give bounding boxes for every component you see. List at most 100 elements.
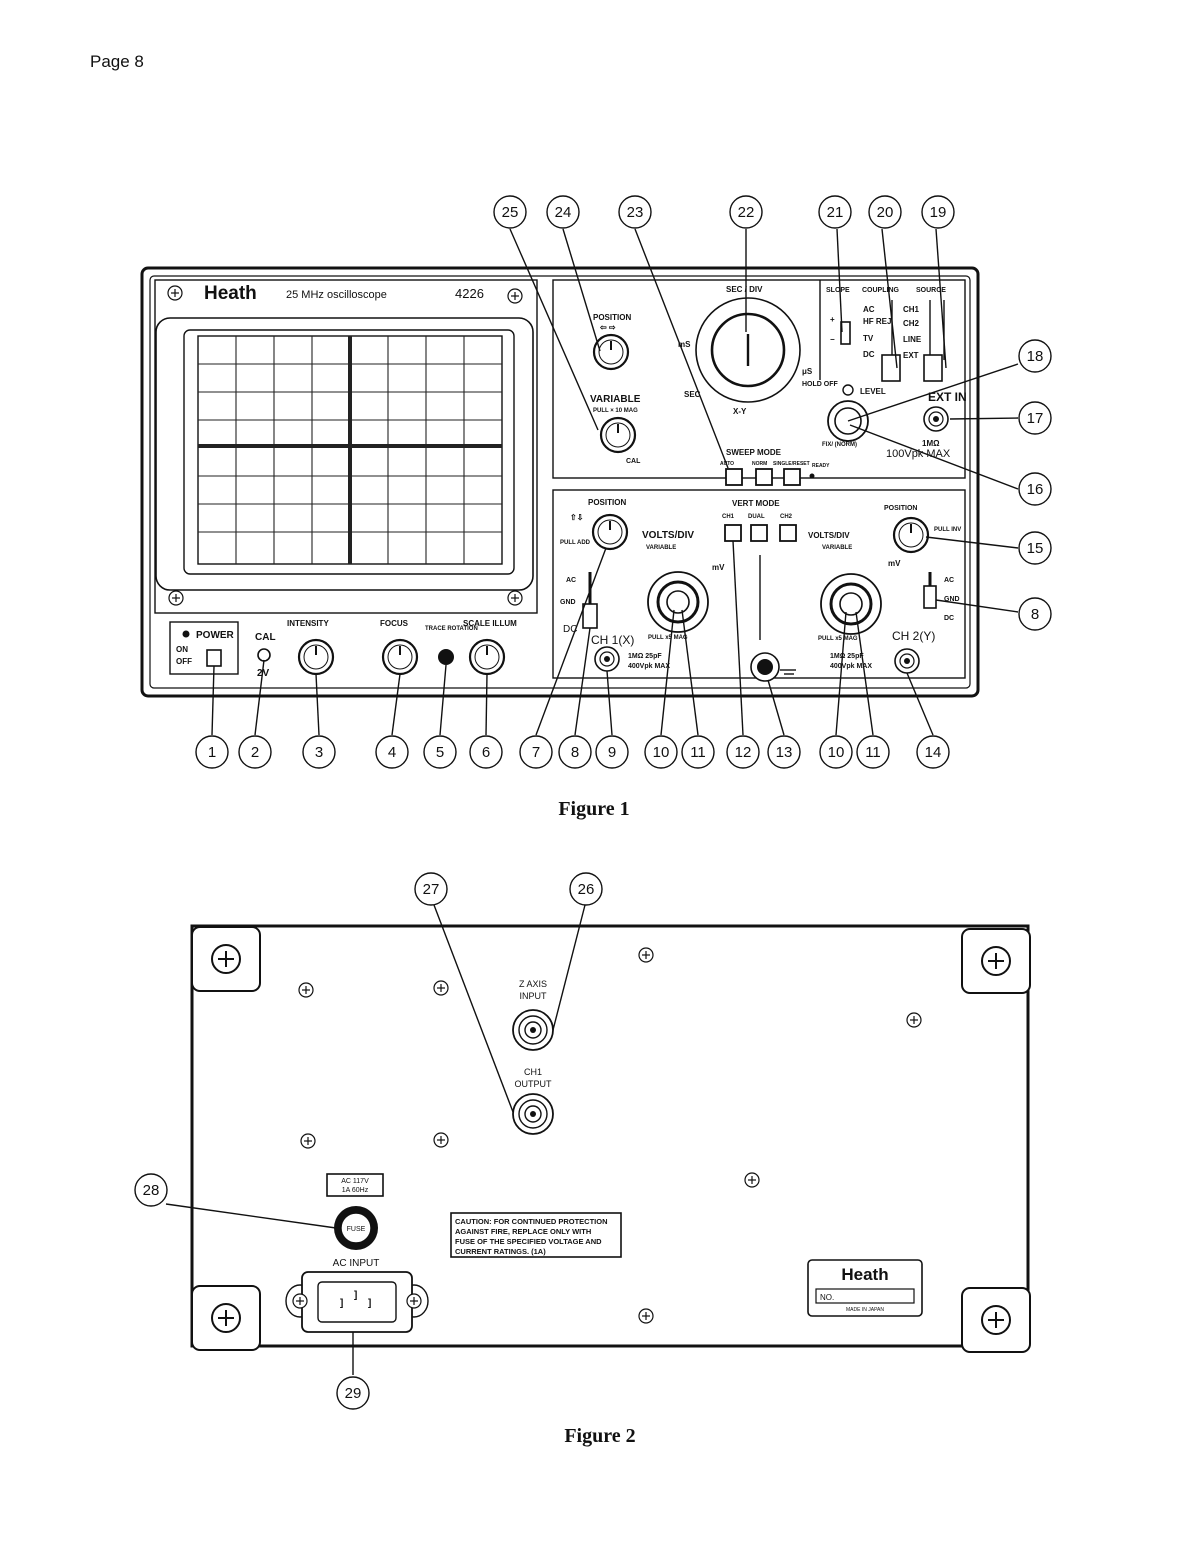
callout-20: 20 (868, 195, 902, 229)
power-label: POWER (196, 630, 235, 641)
svg-text:5: 5 (436, 744, 444, 761)
callout-29: 29 (336, 1376, 370, 1410)
svg-text:11: 11 (690, 744, 706, 761)
sweep-norm-label: NORM (752, 461, 767, 467)
callout-8: 8 (558, 735, 592, 769)
cal-terminal[interactable] (257, 648, 271, 662)
svg-text:20: 20 (877, 204, 894, 221)
holdoff-knob[interactable] (842, 384, 854, 396)
coupling-switch[interactable] (881, 354, 901, 382)
ch2-variable-knob[interactable] (839, 592, 863, 616)
svg-text:19: 19 (930, 204, 947, 221)
intensity-knob[interactable] (297, 638, 335, 676)
coupling-dc: DC (863, 350, 875, 359)
ac-rating-2: 1A 60Hz (342, 1187, 369, 1194)
us-label: μS (802, 367, 813, 376)
sec-label: SEC (684, 390, 701, 399)
screw-icon (433, 980, 449, 996)
ch2-coupling-gnd: GND (944, 596, 960, 603)
ch2-position-knob[interactable] (892, 516, 930, 554)
ready-label: READY (812, 463, 830, 469)
vert-ch1-button[interactable] (724, 524, 742, 542)
figure2-caption: Figure 2 (564, 1425, 636, 1447)
ch2-coupling-ac: AC (944, 577, 954, 584)
ch2-coupling-switch[interactable] (923, 585, 937, 609)
callout-10: 10 (644, 735, 678, 769)
callout-13: 13 (767, 735, 801, 769)
ch2-spec-2: 400Vpk MAX (830, 663, 872, 670)
vert-dual-button[interactable] (750, 524, 768, 542)
svg-text:15: 15 (1027, 540, 1044, 557)
ch1-volts-div-label: VOLTS/DIV (642, 530, 694, 541)
h-position-knob[interactable] (592, 333, 630, 371)
callout-16: 16 (1018, 472, 1052, 506)
trace-rotation-label: TRACE ROTATION (425, 626, 478, 632)
ch1-coupling-switch[interactable] (582, 603, 598, 629)
sweep-norm-button[interactable] (755, 468, 773, 486)
power-switch[interactable] (206, 649, 222, 667)
ch1-output-connector[interactable] (512, 1093, 554, 1135)
vert-ch2-button[interactable] (779, 524, 797, 542)
screw-icon (507, 288, 523, 304)
screw-icon (638, 947, 654, 963)
ch2-position-label: POSITION (884, 505, 917, 512)
source-switch[interactable] (923, 354, 943, 382)
ch1-input-connector[interactable] (594, 646, 620, 672)
ch2-label: CH 2(Y) (892, 629, 935, 643)
svg-text:10: 10 (828, 744, 845, 761)
ch2-mv-label: mV (888, 559, 901, 568)
crt-graticule (197, 335, 503, 565)
svg-text:16: 16 (1027, 481, 1044, 498)
sweep-mode-label: SWEEP MODE (726, 448, 782, 457)
ch1-coupling-gnd: GND (560, 599, 576, 606)
callout-17: 17 (1018, 401, 1052, 435)
ground-terminal[interactable] (757, 659, 773, 675)
coupling-hf-rej: HF REJ (863, 317, 891, 326)
svg-text:2: 2 (251, 744, 259, 761)
svg-text:⇦ ⇨: ⇦ ⇨ (599, 323, 616, 332)
sweep-variable-knob[interactable] (599, 416, 637, 454)
svg-text:29: 29 (345, 1385, 362, 1402)
svg-text:26: 26 (578, 881, 595, 898)
ac-input-socket[interactable]: ] ] ] (285, 1271, 429, 1333)
svg-text:14: 14 (925, 744, 942, 761)
callout-28: 28 (134, 1173, 168, 1207)
intensity-label: INTENSITY (287, 619, 329, 628)
sweep-single-button[interactable] (783, 468, 801, 486)
callout-2: 2 (238, 735, 272, 769)
svg-text:27: 27 (423, 881, 440, 898)
ch1-pull-mag-label: PULL x5 MAG (648, 635, 688, 641)
fuse-holder[interactable] (340, 1212, 372, 1244)
callout-19: 19 (921, 195, 955, 229)
z-axis-input-connector[interactable] (512, 1009, 554, 1051)
figure1-callouts: 25 24 23 22 21 20 19 18 17 16 15 8 1 2 3… (195, 195, 1052, 769)
ext-in-connector[interactable] (923, 406, 949, 432)
trace-rotation-adjust[interactable] (438, 649, 454, 665)
screw-icon (298, 982, 314, 998)
slope-switch[interactable] (840, 321, 851, 345)
scale-illum-knob[interactable] (468, 638, 506, 676)
z-axis-label-1: Z AXIS (519, 979, 547, 989)
screw-icon (638, 1308, 654, 1324)
svg-text:9: 9 (608, 744, 616, 761)
caution-line-4: CURRENT RATINGS. (1A) (455, 1247, 546, 1256)
sec-div-label: SEC / DIV (726, 285, 763, 294)
ch1-position-knob[interactable] (591, 513, 629, 551)
ch2-input-connector[interactable] (894, 648, 920, 674)
sweep-auto-button[interactable] (725, 468, 743, 486)
ext-in-label: EXT IN (928, 390, 967, 404)
xy-label: X-Y (733, 407, 747, 416)
ch1-variable-knob[interactable] (666, 590, 690, 614)
focus-knob[interactable] (381, 638, 419, 676)
caution-line-2: AGAINST FIRE, REPLACE ONLY WITH (455, 1227, 591, 1236)
callout-21: 21 (818, 195, 852, 229)
ch1-output-label-1: CH1 (524, 1067, 542, 1077)
ch1-spec-1: 1MΩ 25pF (628, 653, 662, 660)
vert-dual-label: DUAL (748, 514, 765, 520)
callout-23: 23 (618, 195, 652, 229)
svg-text:21: 21 (827, 204, 844, 221)
coupling-ac: AC (863, 305, 875, 314)
ready-lamp (809, 473, 815, 479)
level-label: LEVEL (860, 387, 886, 396)
